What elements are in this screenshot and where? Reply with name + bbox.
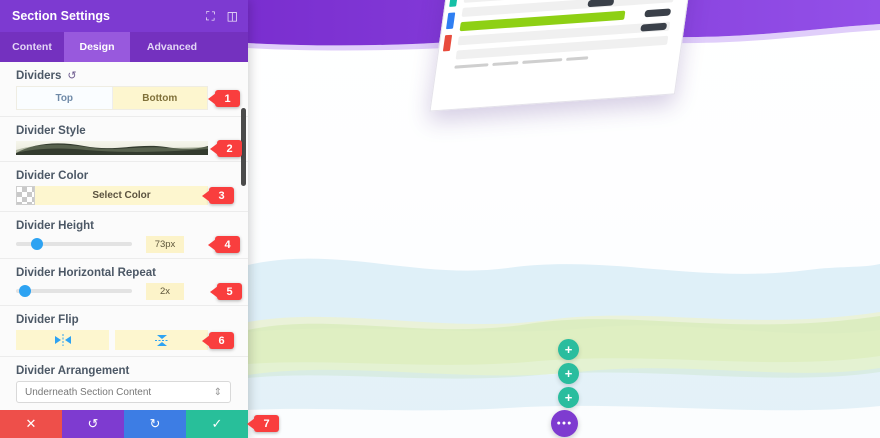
modal-tabs: Content Design Advanced bbox=[0, 32, 248, 62]
section-menu-button[interactable]: ●●● bbox=[551, 410, 578, 437]
updown-caret-icon: ⇕ bbox=[213, 386, 222, 398]
group-dividers: Dividers ↺ Top Bottom bbox=[0, 62, 248, 117]
flip-vertical-button[interactable] bbox=[115, 330, 208, 350]
group-divider-flip: Divider Flip bbox=[0, 306, 248, 357]
callout-badge-2: 2 bbox=[217, 140, 242, 157]
divider-arrangement-label: Divider Arrangement bbox=[16, 364, 130, 377]
divider-repeat-input[interactable]: 2x bbox=[146, 282, 184, 300]
preview-mockup-image bbox=[429, 0, 697, 112]
plus-icon: + bbox=[564, 389, 573, 405]
tab-advanced[interactable]: Advanced bbox=[146, 41, 198, 53]
section-settings-modal: Section Settings ⛶ ◫ Content Design Adva… bbox=[0, 0, 248, 438]
group-divider-arrangement: Divider Arrangement Underneath Section C… bbox=[0, 357, 248, 409]
divider-color-label: Divider Color bbox=[16, 169, 89, 182]
discard-button[interactable]: ✕ bbox=[0, 410, 62, 438]
redo-icon: ↻ bbox=[149, 416, 161, 431]
flip-vertical-icon bbox=[154, 334, 169, 346]
divider-style-preview[interactable] bbox=[16, 141, 208, 155]
add-section-button[interactable]: + bbox=[558, 339, 579, 360]
panel-scrollbar[interactable] bbox=[241, 108, 246, 186]
check-icon: ✓ bbox=[211, 416, 223, 431]
slider-thumb[interactable] bbox=[19, 285, 32, 297]
group-divider-color: Divider Color Select Color bbox=[0, 162, 248, 212]
modal-title: Section Settings bbox=[12, 9, 110, 23]
group-divider-style: Divider Style bbox=[0, 117, 248, 162]
expand-modal-icon[interactable]: ⛶ bbox=[206, 8, 215, 23]
select-color-button[interactable]: Select Color bbox=[35, 186, 208, 205]
snap-modal-icon[interactable]: ◫ bbox=[226, 9, 238, 23]
divider-color-control: Select Color bbox=[16, 186, 208, 205]
add-section-button[interactable]: + bbox=[558, 387, 579, 408]
group-divider-height: Divider Height 73px bbox=[0, 212, 248, 259]
live-preview: + + + ●●● bbox=[248, 0, 880, 438]
divider-height-label: Divider Height bbox=[16, 219, 94, 232]
callout-badge-6: 6 bbox=[209, 332, 234, 349]
flip-horizontal-icon bbox=[54, 334, 71, 346]
callout-badge-1: 1 bbox=[215, 90, 240, 107]
mockup-side-tabs bbox=[442, 0, 459, 52]
close-icon: ✕ bbox=[25, 416, 37, 431]
divider-height-control: 73px bbox=[16, 235, 208, 253]
divider-style-label: Divider Style bbox=[16, 124, 86, 137]
redo-button[interactable]: ↻ bbox=[124, 410, 186, 438]
divider-style-wave-icon bbox=[16, 143, 208, 155]
plus-icon: + bbox=[564, 341, 573, 357]
callout-badge-3: 3 bbox=[209, 187, 234, 204]
dots-icon: ●●● bbox=[556, 420, 573, 427]
dividers-label: Dividers bbox=[16, 69, 62, 82]
modal-header: Section Settings ⛶ ◫ bbox=[0, 0, 248, 32]
tab-content[interactable]: Content bbox=[12, 41, 52, 53]
reset-icon[interactable]: ↺ bbox=[67, 70, 77, 82]
slider-thumb[interactable] bbox=[30, 238, 43, 250]
color-swatch[interactable] bbox=[16, 186, 35, 205]
flip-horizontal-button[interactable] bbox=[16, 330, 109, 350]
divider-height-input[interactable]: 73px bbox=[146, 235, 184, 253]
divider-repeat-slider[interactable] bbox=[16, 285, 132, 297]
undo-button[interactable]: ↺ bbox=[62, 410, 124, 438]
divider-flip-label: Divider Flip bbox=[16, 313, 79, 326]
group-divider-repeat: Divider Horizontal Repeat 2x bbox=[0, 259, 248, 306]
modal-body: Dividers ↺ Top Bottom Divider Style bbox=[0, 62, 248, 410]
add-section-button[interactable]: + bbox=[558, 363, 579, 384]
callout-badge-7: 7 bbox=[254, 415, 279, 432]
divider-arrangement-select[interactable]: Underneath Section Content ⇕ bbox=[16, 381, 231, 403]
divider-position-toggle: Top Bottom bbox=[16, 86, 208, 110]
divider-repeat-label: Divider Horizontal Repeat bbox=[16, 266, 156, 279]
divider-repeat-control: 2x bbox=[16, 282, 208, 300]
divider-height-slider[interactable] bbox=[16, 238, 132, 250]
plus-icon: + bbox=[564, 365, 573, 381]
callout-badge-5: 5 bbox=[217, 283, 242, 300]
divider-bottom-tab[interactable]: Bottom bbox=[112, 87, 207, 109]
modal-footer: ✕ ↺ ↻ ✓ bbox=[0, 410, 248, 438]
undo-icon: ↺ bbox=[87, 416, 99, 431]
divider-arrangement-value: Underneath Section Content bbox=[25, 386, 152, 398]
divider-flip-control bbox=[16, 330, 208, 350]
callout-badge-4: 4 bbox=[215, 236, 240, 253]
tab-design[interactable]: Design bbox=[64, 32, 130, 62]
save-button[interactable]: ✓ bbox=[186, 410, 248, 438]
divider-top-tab[interactable]: Top bbox=[17, 87, 113, 109]
